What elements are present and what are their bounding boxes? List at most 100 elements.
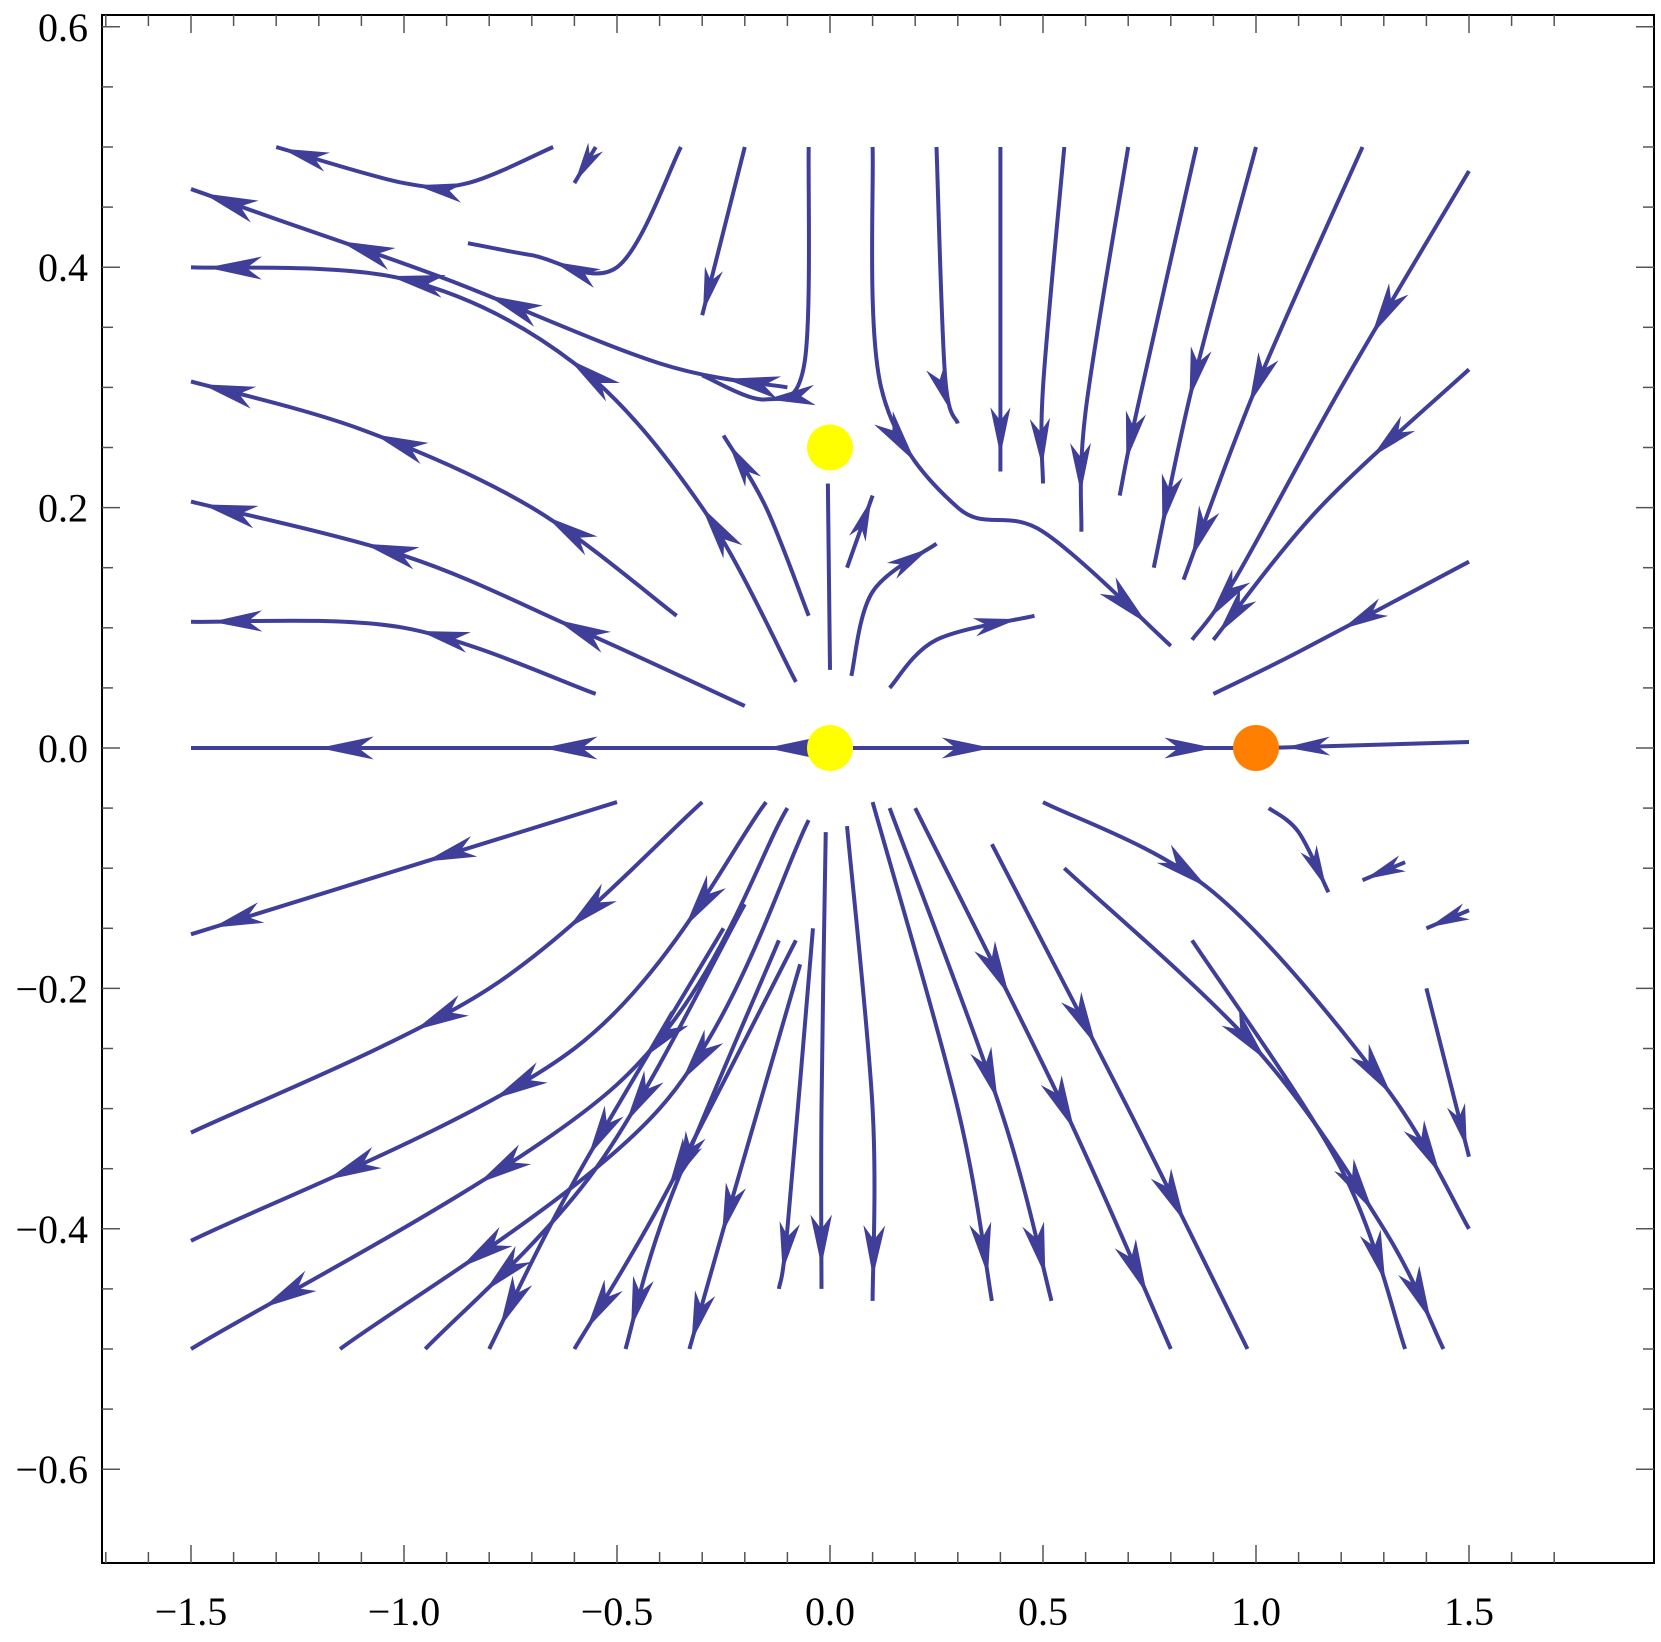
arrowhead-icon [478, 1144, 532, 1184]
arrowhead-icon [1300, 844, 1327, 888]
arrowhead-icon [1161, 473, 1183, 526]
arrowhead-icon [1209, 568, 1251, 619]
y-tick-label: 0.2 [38, 486, 88, 531]
arrowhead-icon [1060, 991, 1096, 1046]
arrowhead-icon [1350, 1043, 1392, 1096]
arrowhead-icon [484, 1245, 532, 1292]
arrowhead-icon [1040, 1075, 1075, 1130]
streamline [990, 843, 1250, 1350]
arrowhead-icon [728, 443, 762, 487]
arrowhead-icon [1099, 577, 1148, 624]
y-tick-label: −0.2 [15, 966, 88, 1011]
arrowhead-icon [211, 610, 263, 632]
streamline [189, 807, 790, 1351]
arrowhead-icon [1022, 1221, 1046, 1276]
y-tick-label: 0.4 [38, 245, 88, 290]
arrowhead-icon [389, 275, 446, 298]
streamline [870, 146, 1173, 648]
streamline [190, 379, 678, 618]
arrowhead-icon [681, 1029, 724, 1081]
x-tick-label: 0.5 [1018, 1589, 1068, 1634]
x-tick-label: 0.0 [805, 1589, 855, 1634]
arrowhead-icon [281, 148, 330, 172]
x-tick-label: 1.5 [1444, 1589, 1494, 1634]
streamline [819, 832, 828, 1289]
arrowhead-icon [542, 736, 598, 760]
arrowhead-icon [1334, 1158, 1373, 1212]
y-tick-label: 0.0 [38, 726, 88, 771]
arrowhead-icon [1371, 283, 1409, 336]
arrowhead-icon [202, 504, 259, 529]
streamline [1117, 146, 1199, 496]
arrowhead-icon [460, 1227, 513, 1268]
arrowhead-icon [487, 295, 543, 327]
arrowhead-icon [1249, 352, 1279, 405]
arrowhead-icon [676, 1130, 706, 1183]
arrowhead-icon [1403, 1120, 1441, 1175]
streamline [701, 146, 811, 402]
arrowhead-icon [318, 736, 374, 760]
arrowhead-icon [206, 256, 263, 280]
arrowhead-icon [970, 1046, 998, 1101]
arrowhead-icon [766, 384, 816, 406]
streamline [1211, 367, 1471, 642]
arrowhead-icon [849, 499, 872, 542]
streamline [467, 146, 683, 276]
arrowhead-icon [1341, 598, 1389, 630]
streamline [1190, 939, 1407, 1350]
orange-fixed-point [1233, 725, 1279, 771]
streamline [190, 800, 704, 1135]
arrowhead-icon [1150, 1168, 1185, 1223]
arrowhead-icon [722, 1182, 747, 1234]
arrowhead-icon [568, 359, 620, 402]
y-tick-label: −0.6 [15, 1447, 88, 1492]
arrowhead-icon [1284, 736, 1331, 756]
arrowhead-icon [553, 261, 601, 288]
arrowhead-icon [374, 434, 429, 464]
arrowhead-icon [567, 883, 617, 929]
arrowhead-icon [625, 1070, 664, 1123]
arrowhead-icon [874, 411, 916, 463]
arrowhead-icon [1364, 855, 1406, 880]
arrowhead-icon [416, 183, 465, 203]
streamline [423, 903, 747, 1351]
streamline [487, 927, 726, 1350]
yellow-fixed-point [807, 424, 853, 471]
streamline [934, 146, 960, 425]
arrowhead-icon [701, 506, 743, 559]
arrowhead-icon [886, 548, 930, 579]
arrowhead-icon [1218, 588, 1257, 634]
arrowhead-icon [810, 1214, 832, 1267]
arrowhead-icon [972, 618, 1018, 637]
arrowhead-icon [202, 193, 259, 223]
streamline [190, 187, 788, 390]
arrowhead-icon [990, 407, 1011, 456]
streamline [190, 800, 768, 1243]
arrowhead-icon [1191, 505, 1220, 558]
arrowhead-icon [212, 902, 265, 928]
arrowhead-icon [339, 241, 396, 270]
arrowhead-icon [1156, 844, 1208, 888]
arrowhead-icon [1164, 737, 1215, 759]
streamline [870, 801, 994, 1302]
arrowhead-icon [1029, 417, 1051, 467]
x-tick-label: 1.0 [1231, 1589, 1281, 1634]
arrowhead-icon [941, 737, 992, 759]
arrowhead-icon [201, 384, 257, 409]
arrowhead-icon [414, 995, 469, 1031]
streamline [190, 499, 746, 708]
arrowhead-icon [779, 1221, 800, 1272]
streamline [776, 928, 815, 1290]
arrowhead-icon [974, 940, 1010, 996]
streamline [1062, 866, 1446, 1350]
arrowhead-icon [863, 1224, 886, 1278]
plot-frame [101, 14, 1655, 1564]
streamline [1042, 800, 1471, 1230]
arrowhead-icon [703, 266, 723, 312]
arrowhead-icon [493, 1062, 548, 1099]
streamline [845, 825, 877, 1301]
arrowhead-icon [691, 1290, 716, 1342]
arrowhead-icon [499, 1275, 533, 1328]
arrowhead-icon [1070, 443, 1091, 493]
